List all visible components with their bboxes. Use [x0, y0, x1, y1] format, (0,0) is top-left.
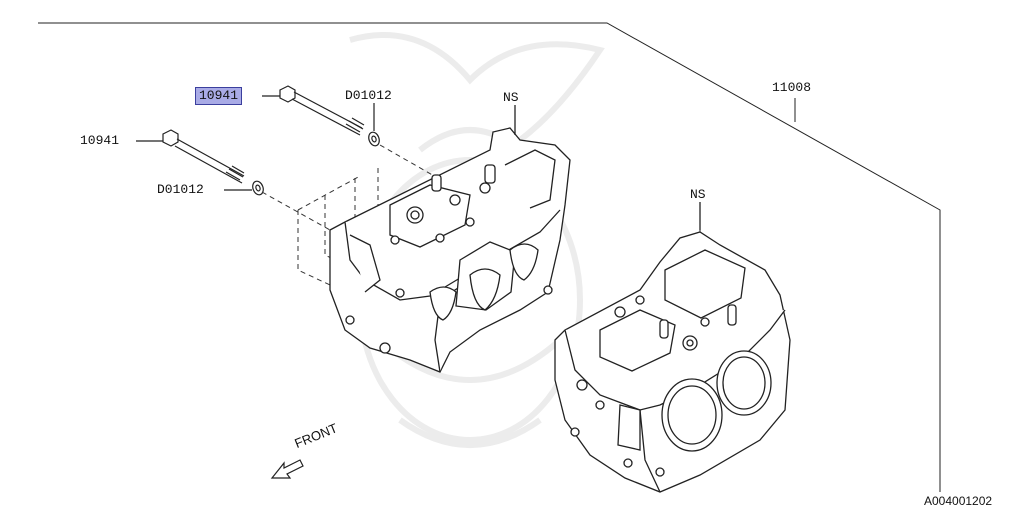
front-direction-arrow [270, 459, 304, 479]
washer-upper [368, 103, 380, 147]
leader-lines [373, 103, 701, 232]
callout-washer-lower[interactable]: D01012 [157, 182, 204, 197]
callout-ns-right: NS [690, 187, 706, 202]
assembly-leader-line [38, 22, 941, 492]
cylinder-block-half-right [554, 202, 791, 493]
cylinder-block-half-left [329, 105, 571, 373]
callout-bolt-upper-highlighted[interactable]: 10941 [195, 87, 243, 105]
bolt-lower [136, 129, 245, 184]
callout-bolt-lower[interactable]: 10941 [80, 133, 120, 148]
callout-assembly[interactable]: 11008 [772, 80, 812, 95]
callout-washer-upper[interactable]: D01012 [345, 88, 392, 103]
document-id: A004001202 [924, 494, 993, 508]
bolt-upper [262, 85, 365, 136]
washer-lower [224, 180, 264, 196]
callout-ns-left: NS [503, 90, 519, 105]
